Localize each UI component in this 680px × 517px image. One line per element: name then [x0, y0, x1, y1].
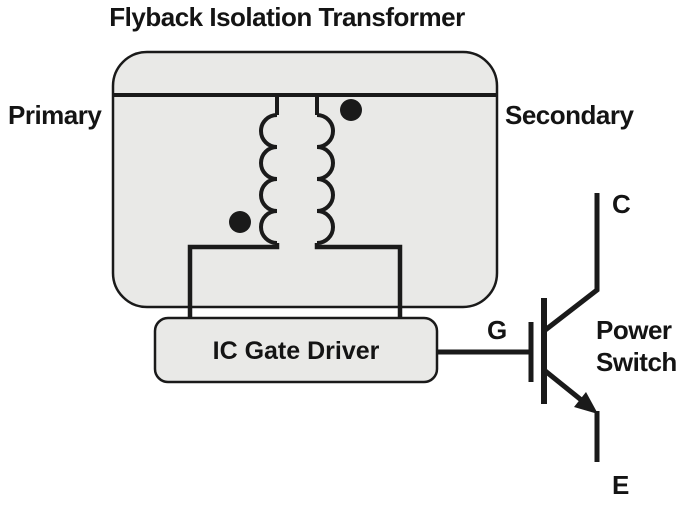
- primary-coil-bottom-lead: [187, 243, 280, 320]
- secondary-coil: [316, 113, 335, 245]
- collector-lead: [542, 193, 600, 333]
- transformer-box: [111, 50, 499, 309]
- collector-label: C: [612, 189, 631, 219]
- primary-coil: [259, 113, 278, 245]
- secondary-label: Secondary: [505, 100, 634, 130]
- emitter-label: E: [612, 470, 629, 500]
- emitter-arrow-icon: [574, 392, 598, 414]
- primary-polarity-dot-icon: [229, 211, 251, 233]
- power-switch-label-line1: Power: [596, 315, 672, 345]
- power-switch-label-line2: Switch: [596, 347, 677, 377]
- secondary-coil-bottom-lead: [314, 243, 403, 320]
- primary-label: Primary: [8, 100, 102, 130]
- secondary-polarity-dot-icon: [340, 99, 362, 121]
- diagram-title: Flyback Isolation Transformer: [109, 2, 465, 32]
- ic-gate-driver-label: IC Gate Driver: [213, 337, 380, 365]
- gate-label: G: [487, 315, 507, 345]
